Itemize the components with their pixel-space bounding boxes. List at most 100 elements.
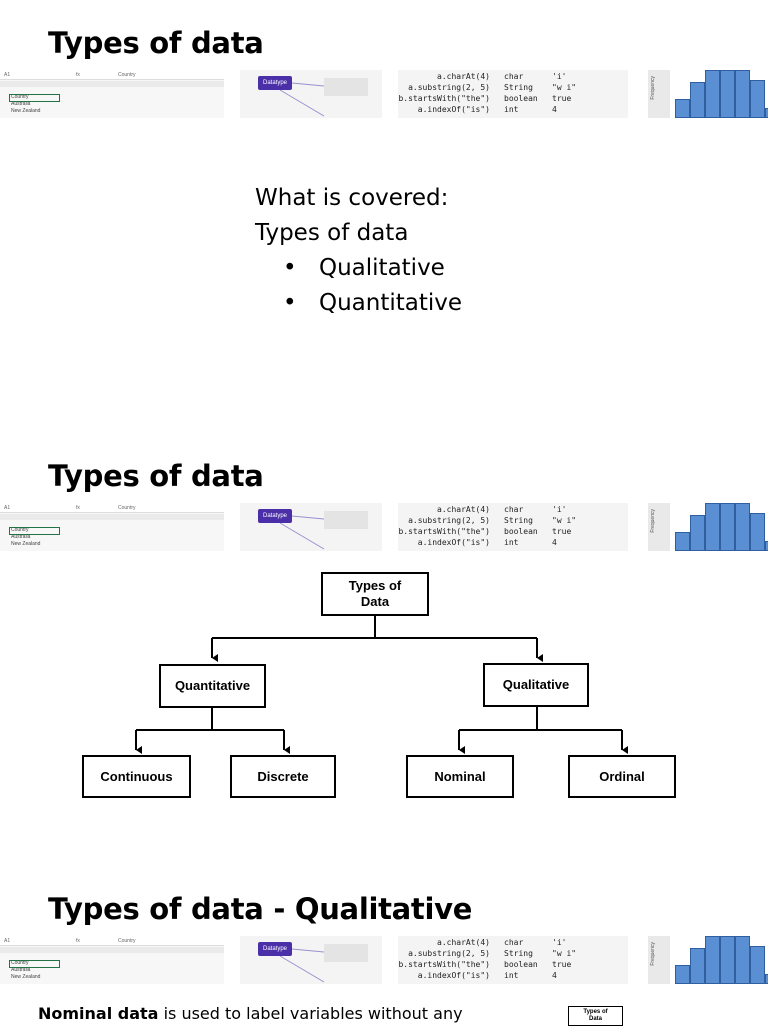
histogram-bar [675,965,690,984]
tree-node-continuous: Continuous [82,755,191,798]
excel-thumbnail: A1 fx Country Country Australia New Zeal… [0,503,224,551]
code-thumbnail: a.charAt(4)char'i' a.substring(2, 5)Stri… [398,936,628,984]
code-line: a.charAt(4)char'i' [437,72,567,81]
sheet-row: New Zealand [11,974,41,980]
histogram-bar [720,936,735,984]
datatype-card [324,511,368,529]
histogram-thumbnail: Frequency [648,70,768,118]
sheet-row: Country [11,527,29,533]
sheet-row: Australia [11,534,31,540]
histogram-axis: Frequency [648,70,670,118]
histogram-bar [690,515,705,551]
datatype-node: Datatype [258,942,292,956]
slide-title: Types of data - Qualitative [48,892,473,926]
tree-node-discrete: Discrete [230,755,336,798]
sheet-row: Country [11,960,29,966]
tree-node-ordinal: Ordinal [568,755,676,798]
histogram-bar [690,948,705,984]
histogram-bar [735,936,750,984]
thumbnail-strip: A1 fx Country Country Australia New Zeal… [0,70,768,118]
formula-value: Country [118,72,136,78]
column-header [0,947,224,953]
histogram-bar [720,70,735,118]
tree-node-nominal: Nominal [406,755,514,798]
bullet-item: •Quantitative [255,286,462,321]
tree-connectors [135,615,628,754]
sheet-row: New Zealand [11,541,41,547]
histogram-axis: Frequency [648,503,670,551]
cell-reference: A1 [4,72,11,78]
mini-tree-root: Types of Data [568,1006,623,1026]
code-line: a.substring(2, 5)String"w i" [408,516,577,525]
histogram-thumbnail: Frequency [648,503,768,551]
selected-cell [9,94,60,102]
covered-heading: What is covered: [255,185,449,211]
histogram-bar [750,513,765,551]
column-header [0,81,224,87]
formula-icon: fx [76,505,80,511]
formula-icon: fx [76,72,80,78]
covered-list: What is covered: Types of data •Qualitat… [255,181,462,321]
tree-node-quantitative: Quantitative [159,664,266,708]
slide-1: Types of data A1 fx Country Country Aust… [0,0,768,340]
datatype-links [279,515,325,550]
datatype-links [279,948,325,983]
histogram-bar [675,99,690,118]
histogram-bar [735,70,750,118]
bullet-icon: • [283,255,297,281]
sheet-row: New Zealand [11,108,41,114]
nominal-paragraph: Nominal data is used to label variables … [38,1004,463,1023]
slide-title: Types of data [48,459,264,493]
datatype-thumbnail: Datatype [240,936,382,984]
formula-value: Country [118,505,136,511]
histogram-thumbnail: Frequency [648,936,768,984]
histogram-bar [705,70,720,118]
histogram-bar [750,80,765,118]
code-line: a.charAt(4)char'i' [437,505,567,514]
datatype-card [324,78,368,96]
histogram-bar [690,82,705,118]
datatype-links [279,82,325,117]
histogram-axis: Frequency [648,936,670,984]
excel-thumbnail: A1 fx Country Country Australia New Zeal… [0,70,224,118]
code-thumbnail: a.charAt(4)char'i' a.substring(2, 5)Stri… [398,70,628,118]
histogram-bar [765,974,768,984]
selected-cell [9,527,60,535]
slide-title: Types of data [48,26,264,60]
datatype-card [324,944,368,962]
histogram-ylabel: Frequency [650,942,656,966]
datatype-thumbnail: Datatype [240,503,382,551]
histogram-bar [750,946,765,984]
covered-subheading: Types of data [255,220,409,246]
sheet-row: Australia [11,101,31,107]
nominal-term: Nominal data [38,1004,159,1023]
bullet-item: •Qualitative [255,251,462,286]
code-line: a.substring(2, 5)String"w i" [408,83,577,92]
datatype-thumbnail: Datatype [240,70,382,118]
histogram-bar [735,503,750,551]
histogram-bar [720,503,735,551]
selected-cell [9,960,60,968]
histogram-bar [705,503,720,551]
sheet-row: Country [11,94,29,100]
excel-thumbnail: A1 fx Country Country Australia New Zeal… [0,936,224,984]
formula-value: Country [118,938,136,944]
histogram-bar [705,936,720,984]
code-line: a.charAt(4)char'i' [437,938,567,947]
code-thumbnail: a.charAt(4)char'i' a.substring(2, 5)Stri… [398,503,628,551]
column-header [0,514,224,520]
histogram-bar [765,108,768,118]
formula-icon: fx [76,938,80,944]
slide-2: Types of data A1 fx Country Country Aust… [0,459,768,798]
thumbnail-strip: A1 fx Country Country Australia New Zeal… [0,936,768,984]
datatype-node: Datatype [258,509,292,523]
tree-node-qualitative: Qualitative [483,663,589,707]
thumbnail-strip: A1 fx Country Country Australia New Zeal… [0,503,768,551]
